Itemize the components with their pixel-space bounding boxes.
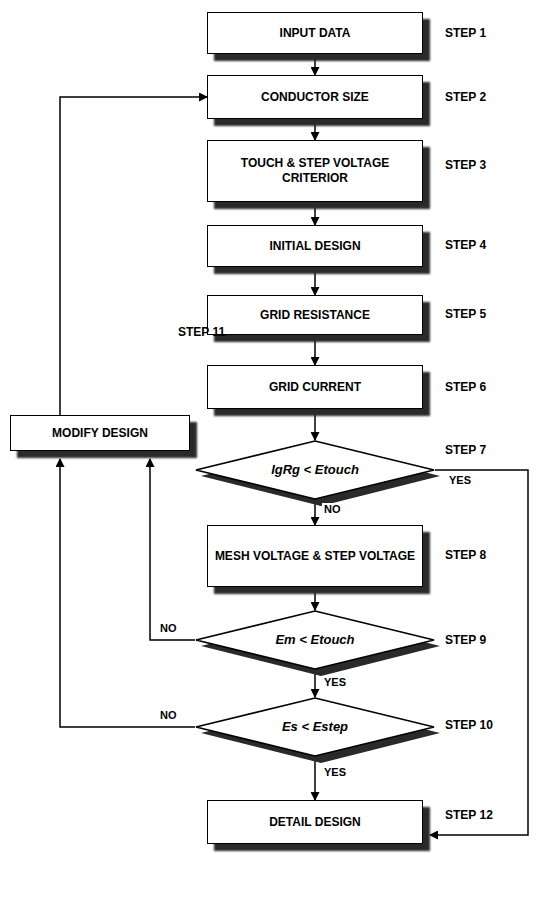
flow-connector [314, 202, 316, 225]
step-label: STEP 6 [445, 380, 486, 394]
step-label: STEP 9 [445, 633, 486, 647]
decision-diamond: Es < Estep [195, 697, 435, 757]
process-box: TOUCH & STEP VOLTAGE CRITERIOR [207, 140, 423, 202]
diamond-border [196, 441, 434, 499]
node-text: MESH VOLTAGE & STEP VOLTAGE [209, 549, 421, 564]
node-text: CONDUCTOR SIZE [255, 90, 375, 105]
step-label: STEP 8 [445, 548, 486, 562]
process-box: MESH VOLTAGE & STEP VOLTAGE [207, 525, 423, 587]
edge-label: YES [322, 676, 348, 688]
decision-diamond: Em < Etouch [195, 610, 435, 670]
text-group: INITIAL DESIGN [263, 239, 366, 254]
text-group: INPUT DATA [274, 26, 357, 41]
flow-connector [314, 335, 316, 365]
text-group: DETAIL DESIGN [263, 815, 367, 830]
edge-label: YES [447, 474, 473, 486]
diamond-border [196, 698, 434, 756]
process-box: MODIFY DESIGN [10, 415, 190, 451]
text-group: CONDUCTOR SIZE [255, 90, 375, 105]
step-label: STEP 7 [445, 443, 486, 457]
node-text: Em < Etouch [269, 632, 360, 648]
node-text: GRID RESISTANCE [254, 308, 376, 323]
edge-label: NO [158, 622, 179, 634]
node-text: Es < Estep [276, 719, 354, 735]
text-group: Es < Estep [276, 719, 354, 735]
step-label: STEP 3 [445, 158, 486, 172]
step-label: STEP 4 [445, 238, 486, 252]
edge-label: NO [322, 503, 343, 515]
text-group: MESH VOLTAGE & STEP VOLTAGE [209, 549, 421, 564]
flow-connector [430, 470, 528, 835]
node-text: TOUCH & STEP VOLTAGE CRITERIOR [208, 156, 422, 186]
step-label: STEP 10 [445, 718, 493, 732]
process-box: GRID CURRENT [207, 365, 423, 409]
text-group: MODIFY DESIGN [46, 426, 154, 441]
flow-connector [60, 97, 207, 415]
flow-connector [60, 459, 195, 727]
flow-connector [314, 587, 316, 610]
node-text: DETAIL DESIGN [263, 815, 367, 830]
text-group: GRID RESISTANCE [254, 308, 376, 323]
flow-connector [314, 409, 316, 440]
text-group: Em < Etouch [269, 632, 360, 648]
flow-connector [314, 267, 316, 295]
process-box: INITIAL DESIGN [207, 225, 423, 267]
process-box: CONDUCTOR SIZE [207, 75, 423, 119]
flow-connector [314, 119, 316, 140]
flow-connector [314, 54, 316, 75]
diamond-border [196, 611, 434, 669]
node-text: MODIFY DESIGN [46, 426, 154, 441]
edge-label: YES [322, 766, 348, 778]
step-label: STEP 11 [178, 325, 225, 339]
process-box: INPUT DATA [207, 12, 423, 54]
node-text: INPUT DATA [274, 26, 357, 41]
flow-connector [314, 757, 316, 800]
node-text: INITIAL DESIGN [263, 239, 366, 254]
step-label: STEP 1 [445, 26, 486, 40]
step-label: STEP 5 [445, 307, 486, 321]
process-box: GRID RESISTANCE [207, 295, 423, 335]
text-group: IgRg < Etouch [265, 462, 365, 478]
node-text: IgRg < Etouch [265, 462, 365, 478]
decision-diamond: IgRg < Etouch [195, 440, 435, 500]
edge-label: NO [158, 709, 179, 721]
step-label: STEP 12 [445, 808, 493, 822]
process-box: DETAIL DESIGN [207, 800, 423, 844]
node-text: GRID CURRENT [263, 380, 367, 395]
text-group: GRID CURRENT [263, 380, 367, 395]
step-label: STEP 2 [445, 90, 486, 104]
text-group: TOUCH & STEP VOLTAGE CRITERIOR [208, 156, 422, 186]
flow-connector [150, 459, 195, 640]
